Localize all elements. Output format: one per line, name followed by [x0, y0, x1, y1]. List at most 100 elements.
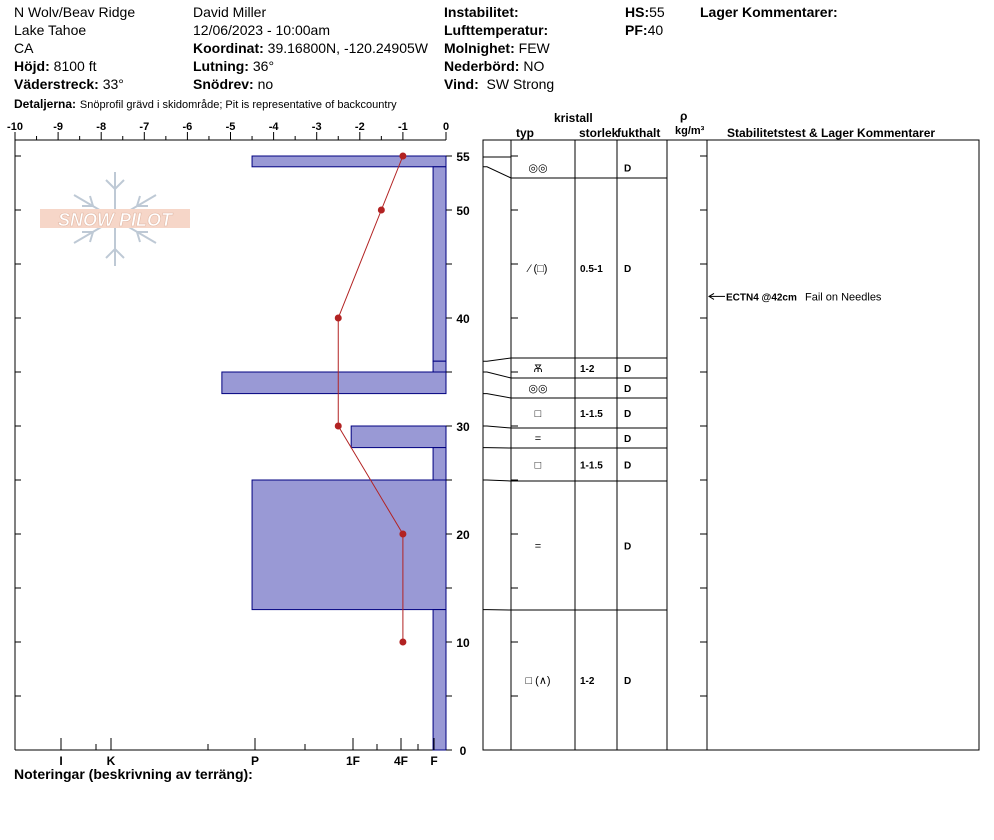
layer-size: 1-1.5: [580, 461, 603, 472]
layer-type: =: [535, 433, 541, 445]
drift-label: Snödrev:: [193, 76, 254, 92]
hardness-tick-label: K: [107, 754, 116, 768]
layer-type: ◎◎: [528, 163, 547, 175]
depth-tick-label: 55: [456, 150, 470, 164]
wind-label: Vind:: [444, 76, 479, 92]
hs-row: HS:55: [625, 4, 665, 20]
elevation-label: Höjd:: [14, 58, 50, 74]
layer-connector: [483, 357, 512, 362]
layer-moisture: D: [624, 409, 631, 420]
temperature-point: [334, 314, 342, 322]
temp-tick-label: -3: [312, 121, 322, 133]
layer-connector: [483, 371, 512, 379]
temperature-point: [399, 530, 407, 538]
layer-moisture: D: [624, 384, 631, 395]
temp-tick-label: -8: [96, 121, 106, 133]
depth-tick-label: 10: [456, 636, 470, 650]
temperature-point: [399, 638, 407, 646]
instability-label: Instabilitet:: [444, 4, 519, 20]
slope-value: 36°: [252, 58, 275, 74]
hardness-tick-label: 4F: [394, 754, 408, 768]
hardness-tick-label: 1F: [346, 754, 360, 768]
layer-connector: [483, 425, 512, 429]
test-arrow-head: [708, 292, 715, 300]
location: N Wolv/Beav Ridge: [14, 4, 136, 20]
layer-type: Ѫ: [533, 363, 542, 375]
hardness-bar: [251, 155, 447, 168]
density-unit: kg/m³: [675, 125, 705, 137]
hardness-bar: [432, 609, 447, 751]
temp-tick-label: 0: [443, 121, 449, 133]
layer-moisture: D: [624, 542, 631, 553]
layer-type: ⁄ (□): [526, 263, 548, 275]
layer-moisture: D: [624, 434, 631, 445]
wind-value: SW Strong: [486, 76, 555, 92]
logo-band: [40, 209, 190, 228]
crystal-header: kristall: [554, 111, 593, 125]
type-header: typ: [516, 126, 534, 140]
temperature-point: [334, 422, 342, 430]
pf-value: 40: [647, 22, 664, 38]
hardness-tick-label: F: [430, 754, 437, 768]
depth-tick-label: 20: [456, 528, 470, 542]
hardness-bar: [221, 371, 447, 395]
temp-tick-label: -6: [183, 121, 193, 133]
wind-row: Vind: SW Strong: [444, 76, 554, 92]
hardness-tick-label: P: [251, 754, 259, 768]
temperature-line: [337, 155, 404, 642]
stability-header: Stabilitetstest & Lager Kommentarer: [727, 126, 936, 140]
layer-connector: [483, 166, 512, 179]
test-comment: Fail on Needles: [805, 291, 882, 303]
temp-tick-label: -4: [269, 121, 280, 133]
hs-value: 55: [649, 4, 665, 20]
layer-connector: [483, 393, 512, 399]
temperature-point: [377, 206, 385, 214]
temp-tick-label: -10: [7, 121, 23, 133]
depth-tick-label: 30: [456, 420, 470, 434]
layer-connector: [483, 479, 512, 482]
precip-label: Nederbörd:: [444, 58, 520, 74]
coord-label: Koordinat:: [193, 40, 264, 56]
temp-tick-label: -5: [226, 121, 236, 133]
pf-label: PF:: [625, 22, 648, 38]
precip-row: Nederbörd: NO: [444, 58, 544, 74]
layer-type: ◎◎: [528, 383, 547, 395]
hardness-bar: [350, 425, 447, 449]
hardness-tick-label: I: [59, 754, 62, 768]
temp-tick-label: -9: [53, 121, 63, 133]
layer-moisture: D: [624, 461, 631, 472]
elevation-row: Höjd: 8100 ft: [14, 58, 96, 74]
slope-label: Lutning:: [193, 58, 249, 74]
state: CA: [14, 40, 34, 56]
notes-label: Noteringar (beskrivning av terräng):: [14, 766, 253, 782]
temp-tick-label: -1: [398, 121, 408, 133]
temp-tick-label: -7: [139, 121, 149, 133]
logo-text: SNOW PILOT: [58, 210, 174, 230]
hs-label: HS:: [625, 4, 650, 20]
aspect-label: Väderstreck:: [14, 76, 99, 92]
aspect-row: Väderstreck: 33°: [14, 76, 124, 92]
hardness-bar: [432, 166, 447, 362]
datetime: 12/06/2023 - 10:00am: [193, 22, 330, 38]
layer-type: □: [535, 460, 542, 472]
drift-row: Snödrev: no: [193, 76, 273, 92]
depth-tick-label: 50: [456, 204, 470, 218]
temperature-point: [399, 152, 407, 160]
depth-tick-label: 40: [456, 312, 470, 326]
coord-row: Koordinat: 39.16800N, -120.24905W: [193, 40, 428, 56]
layer-moisture: D: [624, 676, 631, 687]
layer-type: □: [535, 408, 542, 420]
layer-moisture: D: [624, 364, 631, 375]
temp-tick-label: -2: [355, 121, 365, 133]
layer-type: □ (∧): [525, 675, 550, 687]
test-code: ECTN4 @42cm: [726, 292, 797, 303]
layer-comments-label: Lager Kommentarer:: [700, 4, 838, 20]
drift-value: no: [257, 76, 274, 92]
density-symbol: ρ: [680, 109, 688, 123]
region: Lake Tahoe: [14, 22, 87, 38]
slope-row: Lutning: 36°: [193, 58, 274, 74]
sky-label: Molnighet:: [444, 40, 515, 56]
